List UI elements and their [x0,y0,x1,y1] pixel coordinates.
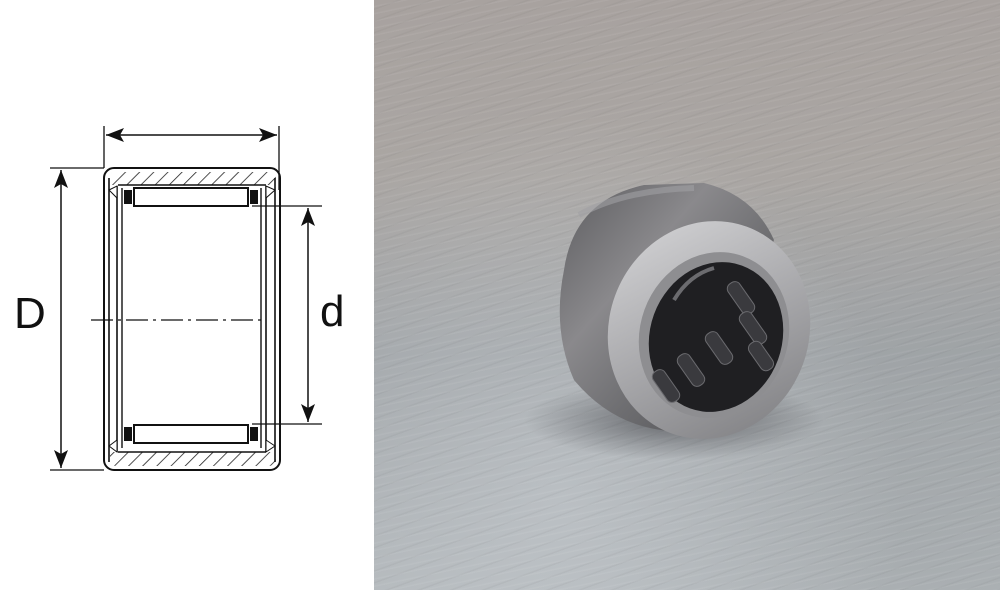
needle-rollers [651,281,775,403]
outer-diameter-dimension [50,167,104,471]
bearing-outer-cup [103,167,281,471]
bearing-cross-section-drawing [50,126,322,471]
needle-roller-top [124,187,258,207]
needle-bearing-photo [524,183,824,460]
width-dimension [103,126,280,190]
needle-roller-bottom [124,424,258,444]
technical-drawing-panel: D d [0,0,374,590]
product-photo [374,0,1000,590]
inner-diameter-dimension [252,205,322,425]
inner-diameter-label: d [320,287,345,336]
outer-diameter-label: D [14,289,46,338]
